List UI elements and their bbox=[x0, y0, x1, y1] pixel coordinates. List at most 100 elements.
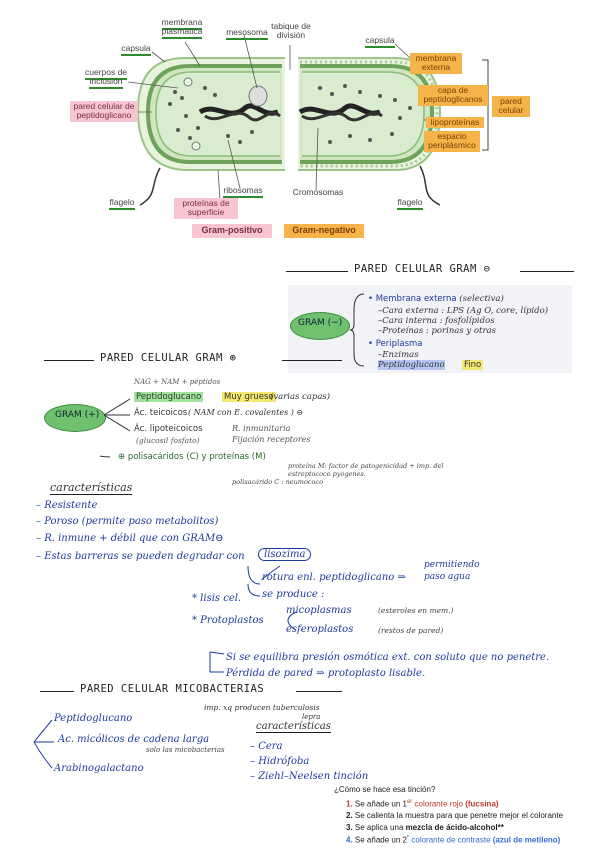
micoplasmas-text: micoplasmas bbox=[286, 605, 352, 616]
protoplastos-text: * Protoplastos bbox=[192, 615, 264, 626]
mico-car-2-text: Hidrófoba bbox=[258, 756, 309, 767]
gram-neg-rule-right bbox=[520, 271, 574, 272]
label-capsula-right: capsula bbox=[360, 36, 400, 45]
mico-imp: imp. xq producen tuberculosis bbox=[204, 703, 320, 712]
gram-pos-rule-right bbox=[282, 360, 342, 361]
label-pared-celular: pared celular bbox=[492, 96, 530, 117]
gram-neg-membrana-line: • Membrana externa (selectiva) bbox=[368, 294, 504, 304]
step-1-bold: (fucsina) bbox=[465, 800, 498, 809]
plus-icon: ⊕ bbox=[118, 452, 125, 462]
mico-peptidoglucano: Peptidoglucano bbox=[54, 713, 132, 724]
label-proteinas-superficie: proteínas de superficie bbox=[174, 198, 238, 219]
micoplasmas-note: (esteroles en mem.) bbox=[378, 606, 453, 615]
gram-neg-proteinas: –Proteínas : porinas y otras bbox=[378, 326, 496, 336]
label-flagelo-left: flagelo bbox=[104, 198, 140, 207]
label-capa-peptidoglicanos: capa de peptidoglicanos bbox=[418, 85, 488, 106]
legend-gram-negativo: Gram-negativo bbox=[284, 224, 364, 238]
car-item-2-text: Poroso (permite paso metabolitos) bbox=[44, 516, 218, 527]
car-item-2: – Poroso (permite paso metabolitos) bbox=[36, 516, 218, 527]
gram-pos-teicoicos-note: ( NAM con E. covalentes ) ⊖ bbox=[188, 408, 303, 417]
label-membrana-externa: membrana externa bbox=[410, 53, 462, 74]
mico-rule-right bbox=[296, 691, 342, 692]
step-3-bold: mezcla de ácido-alcohol** bbox=[406, 823, 504, 832]
gram-pos-r-inmunitaria: R. inmunitaria bbox=[232, 424, 290, 433]
rotura-text: rotura enl. peptidoglicano ⇒ bbox=[262, 572, 406, 583]
mico-car-1: – Cera bbox=[250, 741, 283, 752]
gram-pos-lipoteicoicos: Ác. lipoteicoicos bbox=[134, 424, 203, 434]
mico-title: PARED CELULAR MICOBACTERIAS bbox=[80, 683, 264, 695]
step-4-bold: (azul de metileno) bbox=[493, 836, 561, 845]
esferoplastos-text: esferoplastos bbox=[286, 624, 353, 635]
label-pared-peptidoglicano: pared celular de peptidoglicano bbox=[70, 101, 138, 122]
mico-car-2: – Hidrófoba bbox=[250, 756, 309, 767]
gram-neg-title: PARED CELULAR GRAM ⊖ bbox=[354, 263, 490, 275]
mico-car-3-text: Ziehl–Neelsen tinción bbox=[258, 771, 368, 782]
bullet-membrana: • bbox=[368, 294, 376, 304]
cell-diagram: membrana plasmática mesosoma tabique de … bbox=[0, 0, 600, 250]
car-item-1: – Resistente bbox=[36, 500, 97, 511]
membrana-plasmatica-text: membrana plasmática bbox=[162, 17, 203, 39]
mico-solo: solo las micobacterias bbox=[146, 746, 225, 754]
step-2-pre: Se calienta la muestra para que penetre … bbox=[355, 811, 563, 820]
gram-neg-periplasma-line: • Periplasma bbox=[368, 339, 423, 349]
gram-pos-polisacarido-c: polisacárido C : neumococo bbox=[232, 478, 323, 486]
mico-car-heading: características bbox=[256, 721, 331, 733]
gram-neg-brace bbox=[348, 290, 368, 370]
car-item-1-text: Resistente bbox=[44, 500, 97, 511]
lisis-text: * lisis cel. bbox=[192, 593, 241, 604]
bullet-periplasma: • bbox=[368, 339, 376, 349]
gram-pos-title: PARED CELULAR GRAM ⊕ bbox=[100, 352, 236, 364]
step-3: 3. Se aplica una mezcla de ácido-alcohol… bbox=[346, 823, 504, 832]
gram-neg-enzimas: –Enzimas bbox=[378, 350, 419, 360]
gram-pos-bubble-text: GRAM (+) bbox=[55, 410, 99, 420]
gram-neg-bubble-text: GRAM (−) bbox=[298, 318, 342, 328]
gram-neg-periplasma: Periplasma bbox=[376, 339, 423, 349]
gram-pos-rule-left bbox=[44, 360, 94, 361]
car-item-3: – R. inmune + débil que con GRAM⊖ bbox=[36, 533, 224, 544]
step-1-num: 1. bbox=[346, 800, 353, 809]
gram-pos-nag: NAG + NAM + péptidos bbox=[134, 378, 220, 386]
gram-neg-rule-left bbox=[286, 271, 348, 272]
legend-gram-positivo: Gram-positivo bbox=[192, 224, 272, 238]
si-equilibra-text: Si se equilibra presión osmótica ext. co… bbox=[226, 652, 549, 663]
gram-pos-polisacaridos-text: polisacáridos (C) y proteínas (M) bbox=[128, 452, 266, 462]
gram-pos-fijacion: Fijación receptores bbox=[232, 435, 311, 444]
step-3-num: 3. bbox=[346, 823, 353, 832]
mico-arabinogalactano: Arabinogalactano bbox=[54, 763, 144, 774]
gram-pos-proteina-m: proteína M: factor de patogenicidad + im… bbox=[288, 463, 458, 479]
gram-pos-polisacaridos: ⊕ polisacáridos (C) y proteínas (M) bbox=[118, 452, 266, 462]
label-membrana-plasmatica: membrana plasmática bbox=[152, 18, 212, 36]
step-1-pre: Se añade un 1 bbox=[355, 800, 407, 809]
label-cuerpos-inclusion: cuerpos de inclusión bbox=[78, 68, 134, 86]
gram-pos-varias-capas: (varias capas) bbox=[270, 392, 330, 402]
step-1-mid: colorante rojo bbox=[412, 800, 465, 809]
perdida-text: Pérdida de pared ⇒ protoplasto lisable. bbox=[226, 668, 425, 679]
label-ribosomas: ribosomas bbox=[218, 186, 268, 195]
step-3-pre: Se aplica una bbox=[355, 823, 406, 832]
label-flagelo-right: flagelo bbox=[392, 198, 428, 207]
permitiendo-text: permitiendo paso agua bbox=[424, 560, 494, 583]
capsula-right-text: capsula bbox=[365, 35, 394, 48]
mico-rule-left bbox=[40, 691, 74, 692]
gram-neg-cara-interna: –Cara interna : fosfolípidos bbox=[378, 316, 495, 326]
gram-neg-peptidoglucano: Peptidoglucano bbox=[378, 360, 445, 370]
gram-neg-fino: Fino bbox=[462, 360, 483, 370]
label-espacio-periplasmico: espacio periplásmico bbox=[424, 131, 480, 152]
step-4-mid: colorante de contraste bbox=[409, 836, 493, 845]
mico-como: ¿Cómo se hace esa tinción? bbox=[334, 785, 435, 794]
gram-pos-glucosil: (glucosil fosfato) bbox=[136, 436, 200, 445]
mesosoma-text: mesosoma bbox=[226, 27, 268, 40]
step-4: 4. Se añade un 2º colorante de contraste… bbox=[346, 835, 560, 845]
step-4-pre: Se añade un 2 bbox=[355, 836, 407, 845]
esferoplastos-note: (restos de pared) bbox=[378, 626, 443, 635]
mico-car-3: – Ziehl–Neelsen tinción bbox=[250, 771, 368, 782]
label-tabique: tabique de división bbox=[265, 22, 317, 40]
label-capsula-left: capsula bbox=[116, 44, 156, 53]
cuerpos-inclusion-text: cuerpos de inclusión bbox=[85, 67, 127, 89]
gram-pos-teicoicos: Ác. teicoicos bbox=[134, 408, 187, 418]
flagelo-left-text: flagelo bbox=[109, 197, 134, 210]
gram-pos-peptidoglucano: Peptidoglucano bbox=[134, 392, 203, 402]
gram-neg-cara-externa: –Cara externa : LPS (Ag O, core, lípido) bbox=[378, 306, 548, 316]
step-1: 1. Se añade un 1er colorante rojo (fucsi… bbox=[346, 799, 499, 809]
step-2: 2. Se calienta la muestra para que penet… bbox=[346, 811, 563, 820]
